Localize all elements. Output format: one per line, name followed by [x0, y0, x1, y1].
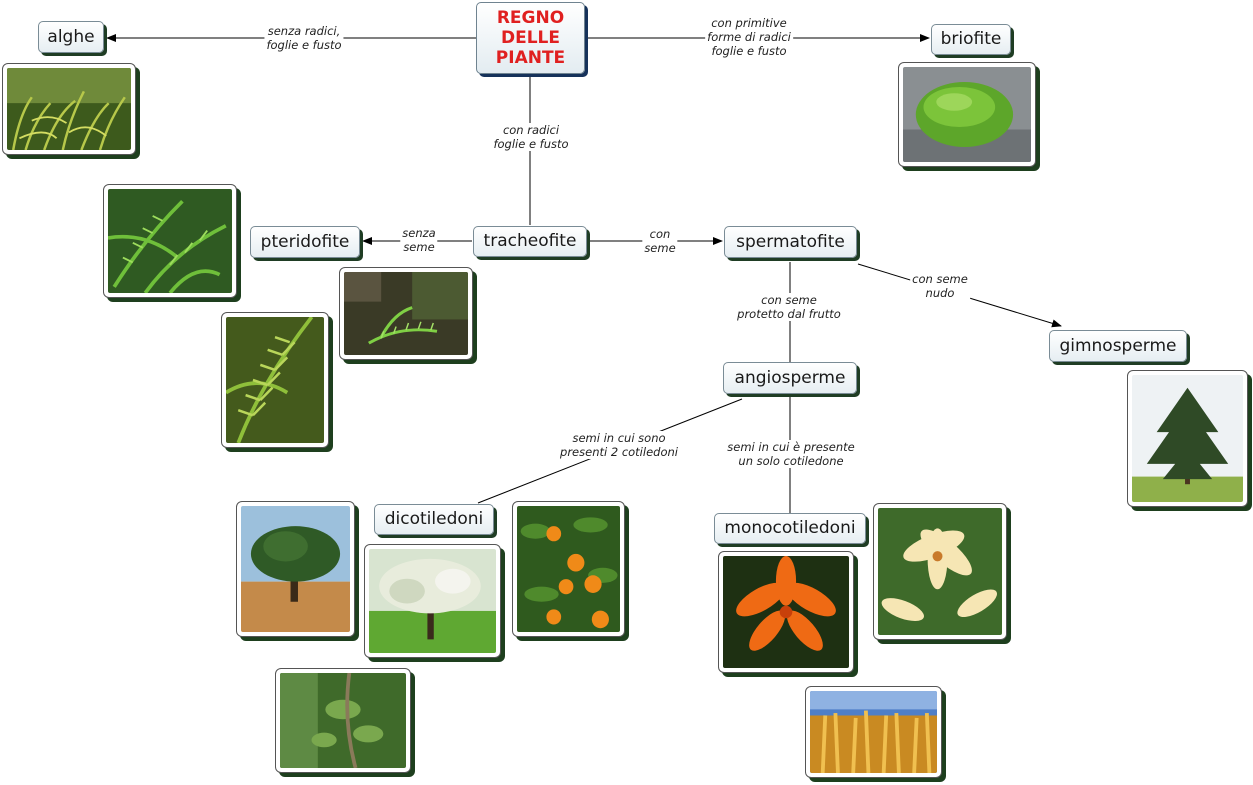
node-alghe[interactable]: alghe — [38, 21, 104, 53]
photo-cream-lilies — [873, 503, 1007, 640]
photo-vine — [275, 668, 411, 773]
link-label-pteridofite: senza seme — [400, 226, 438, 254]
cedar-image — [1132, 375, 1243, 502]
link-label-dicotiledoni: semi in cui sono presenti 2 cotiledoni — [558, 431, 680, 459]
photo-oak — [236, 501, 355, 637]
node-regno-delle-piante[interactable]: REGNO DELLE PIANTE — [476, 2, 585, 74]
node-angiosperme[interactable]: angiosperme — [723, 362, 857, 394]
algae-image — [7, 68, 131, 150]
photo-blossom-tree — [364, 544, 501, 658]
link-label-spermatofite: con seme — [642, 227, 678, 255]
fern-image-3 — [226, 317, 324, 443]
photo-moss — [898, 62, 1036, 167]
oak-image — [241, 506, 350, 632]
photo-wheat — [805, 686, 942, 778]
node-gimnosperme[interactable]: gimnosperme — [1049, 330, 1187, 362]
photo-algae — [2, 63, 136, 155]
node-spermatofite[interactable]: spermatofite — [724, 226, 857, 258]
node-monocotiledoni[interactable]: monocotiledoni — [714, 513, 866, 544]
link-label-gimnosperme: con seme nudo — [910, 272, 970, 300]
link-label-briofite: con primitive forme di radici foglie e f… — [705, 16, 793, 58]
photo-fern-1 — [103, 184, 237, 298]
wheat-image — [810, 691, 937, 773]
blossom-tree-image — [369, 549, 496, 653]
node-pteridofite[interactable]: pteridofite — [250, 226, 360, 258]
link-label-angiosperme: con seme protetto dal frutto — [735, 293, 843, 321]
node-tracheofite[interactable]: tracheofite — [473, 226, 587, 257]
moss-image — [903, 67, 1031, 162]
link-label-tracheofite: con radici foglie e fusto — [491, 123, 571, 151]
node-briofite[interactable]: briofite — [931, 24, 1011, 55]
link-label-monocotiledoni: semi in cui è presente un solo cotiledon… — [725, 440, 857, 468]
photo-oranges — [512, 501, 625, 637]
cream-lilies-image — [878, 508, 1002, 635]
oranges-image — [517, 506, 620, 632]
fern-image-2 — [344, 272, 468, 355]
link-label-alghe: senza radici, foglie e fusto — [264, 24, 344, 52]
photo-fern-2 — [339, 267, 473, 360]
orange-lily-image — [723, 556, 849, 668]
vine-image — [280, 673, 406, 768]
node-regno-delle-piante-label: REGNO DELLE PIANTE — [495, 8, 566, 68]
node-dicotiledoni[interactable]: dicotiledoni — [374, 504, 494, 535]
photo-fern-3 — [221, 312, 329, 448]
photo-orange-lily — [718, 551, 854, 673]
fern-image-1 — [108, 189, 232, 293]
photo-cedar — [1127, 370, 1248, 507]
